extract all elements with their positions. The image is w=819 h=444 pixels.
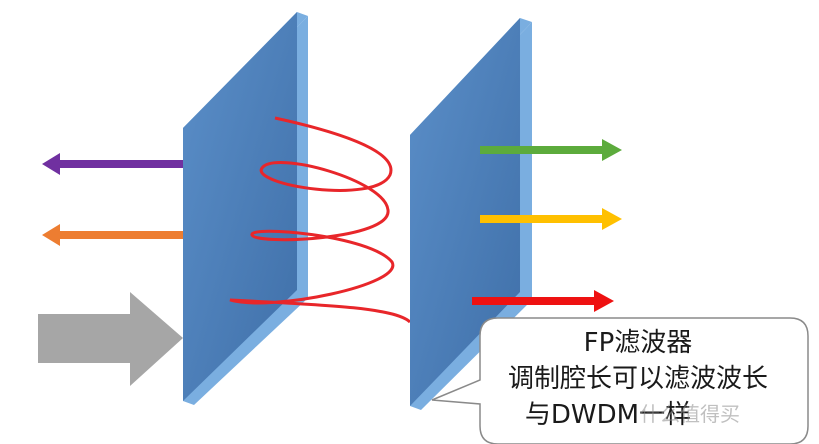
red-output-arrow — [472, 290, 614, 312]
resonance-wave — [229, 116, 412, 324]
purple-output-arrow — [42, 153, 185, 175]
right-mirror-plate — [410, 18, 532, 410]
watermark-text: 什么值得买 — [640, 402, 740, 426]
callout-line-1: 调制腔长可以滤波波长 — [507, 364, 768, 394]
left-mirror-plate — [183, 12, 308, 405]
yellow-output-arrow — [480, 208, 622, 230]
gray-input-arrow — [38, 292, 183, 386]
green-output-arrow — [480, 139, 622, 161]
orange-output-arrow — [42, 224, 185, 246]
callout-line-2: 与DWDM一样 — [524, 400, 692, 430]
callout-title: FP滤波器 — [583, 328, 693, 358]
